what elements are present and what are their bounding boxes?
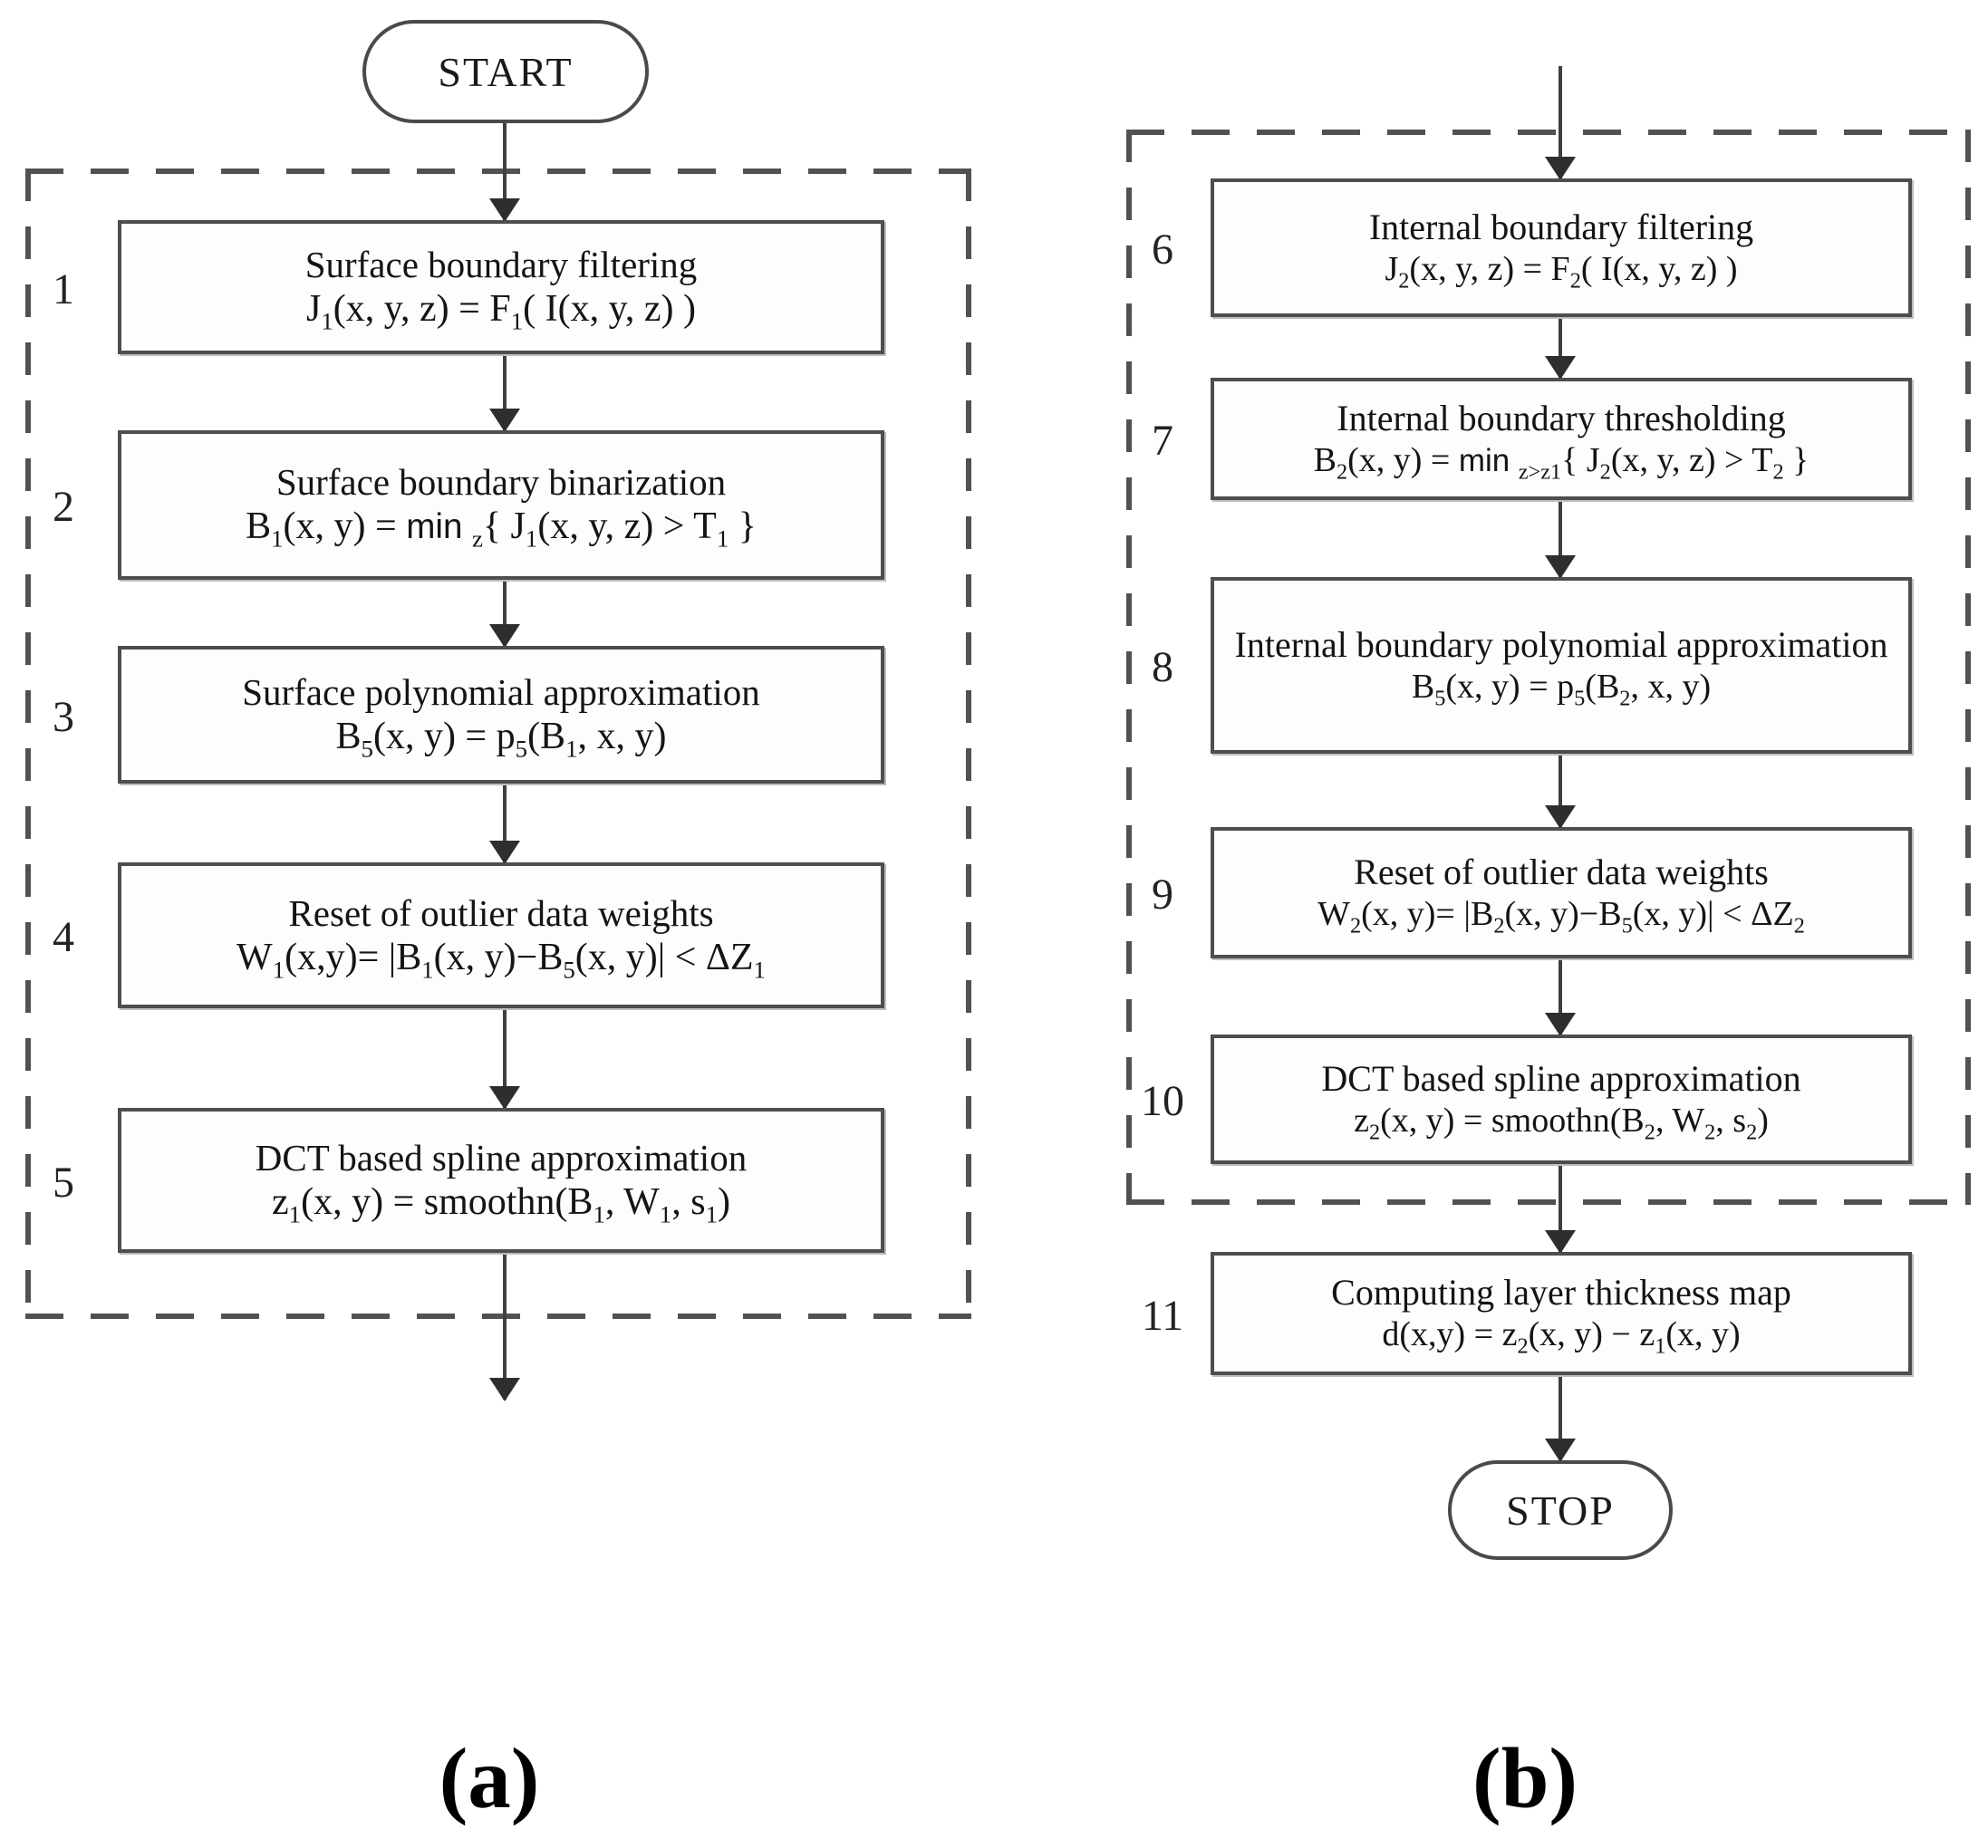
box-formula: z1(x, y) = smoothn(B1, W1, s1) <box>272 1181 730 1228</box>
step-number: 4 <box>53 913 74 961</box>
box-formula: B5(x, y) = p5(B1, x, y) <box>335 716 667 763</box>
box-formula: J2(x, y, z) = F2( I(x, y, z) ) <box>1385 249 1738 294</box>
process-box-10: DCT based spline approximation z2(x, y) … <box>1211 1035 1912 1164</box>
process-box-1: Surface boundary filtering J1(x, y, z) =… <box>118 220 884 354</box>
stop-label: STOP <box>1506 1487 1615 1534</box>
step-number: 7 <box>1152 417 1173 465</box>
step-number: 10 <box>1141 1077 1184 1125</box>
step-number: 6 <box>1152 226 1173 274</box>
flow-arrow <box>1559 500 1562 577</box>
flow-arrow <box>1559 754 1562 827</box>
process-box-2: Surface boundary binarization B1(x, y) =… <box>118 430 884 580</box>
box-formula: W1(x,y)= |B1(x, y)−B5(x, y)| < ΔZ1 <box>236 936 766 983</box>
flow-arrow <box>503 784 507 862</box>
box-title: DCT based spline approximation <box>1321 1057 1801 1099</box>
process-box-7: Internal boundary thresholding B2(x, y) … <box>1211 378 1912 500</box>
box-formula: B1(x, y) = min z{ J1(x, y, z) > T1 } <box>246 505 757 553</box>
flow-arrow <box>503 1253 507 1400</box>
flow-arrow <box>1559 958 1562 1035</box>
box-formula: B2(x, y) = min z>z1{ J2(x, y, z) > T2 } <box>1313 440 1809 485</box>
box-title: Surface boundary binarization <box>275 461 727 503</box>
step-number: 9 <box>1152 871 1173 919</box>
box-title: Surface polynomial approximation <box>242 671 760 713</box>
stop-terminal: STOP <box>1448 1460 1673 1560</box>
box-formula: W2(x, y)= |B2(x, y)−B5(x, y)| < ΔZ2 <box>1317 894 1805 938</box>
start-label: START <box>438 48 574 95</box>
figure-label-a: (a) <box>439 1730 540 1826</box>
box-title: DCT based spline approximation <box>255 1137 748 1179</box>
flow-arrow <box>503 354 507 430</box>
box-title: Internal boundary thresholding <box>1337 397 1786 438</box>
flow-arrow <box>1559 1375 1562 1460</box>
box-title: Computing layer thickness map <box>1331 1272 1791 1313</box>
flow-arrow <box>1559 66 1562 178</box>
figure-label-b: (b) <box>1472 1730 1578 1826</box>
process-box-6: Internal boundary filtering J2(x, y, z) … <box>1211 178 1912 317</box>
box-formula: z2(x, y) = smoothn(B2, W2, s2) <box>1354 1101 1769 1145</box>
flow-arrow <box>1559 317 1562 378</box>
box-title: Reset of outlier data weights <box>288 891 714 934</box>
box-title: Reset of outlier data weights <box>1354 851 1769 892</box>
flow-arrow <box>1559 1164 1562 1252</box>
box-title: Internal boundary filtering <box>1368 206 1754 247</box>
step-number: 3 <box>53 693 74 741</box>
step-number: 2 <box>53 483 74 531</box>
flow-arrow <box>503 580 507 646</box>
flow-arrow <box>503 1008 507 1108</box>
box-title: Surface boundary filtering <box>304 244 698 285</box>
process-box-9: Reset of outlier data weights W2(x, y)= … <box>1211 827 1912 958</box>
flow-arrow <box>503 123 507 220</box>
process-box-4: Reset of outlier data weights W1(x,y)= |… <box>118 862 884 1008</box>
step-number: 1 <box>53 265 74 313</box>
process-box-5: DCT based spline approximation z1(x, y) … <box>118 1108 884 1253</box>
process-box-8: Internal boundary polynomial approximati… <box>1211 577 1912 754</box>
box-formula: J1(x, y, z) = F1( I(x, y, z) ) <box>305 288 697 335</box>
box-formula: d(x,y) = z2(x, y) − z1(x, y) <box>1382 1315 1741 1359</box>
box-formula: B5(x, y) = p5(B2, x, y) <box>1411 667 1712 711</box>
step-number: 5 <box>53 1159 74 1207</box>
process-box-11: Computing layer thickness map d(x,y) = z… <box>1211 1252 1912 1375</box>
step-number: 11 <box>1141 1292 1184 1340</box>
box-title: Internal boundary polynomial approximati… <box>1234 623 1888 665</box>
process-box-3: Surface polynomial approximation B5(x, y… <box>118 646 884 784</box>
start-terminal: START <box>362 20 649 123</box>
step-number: 8 <box>1152 643 1173 691</box>
